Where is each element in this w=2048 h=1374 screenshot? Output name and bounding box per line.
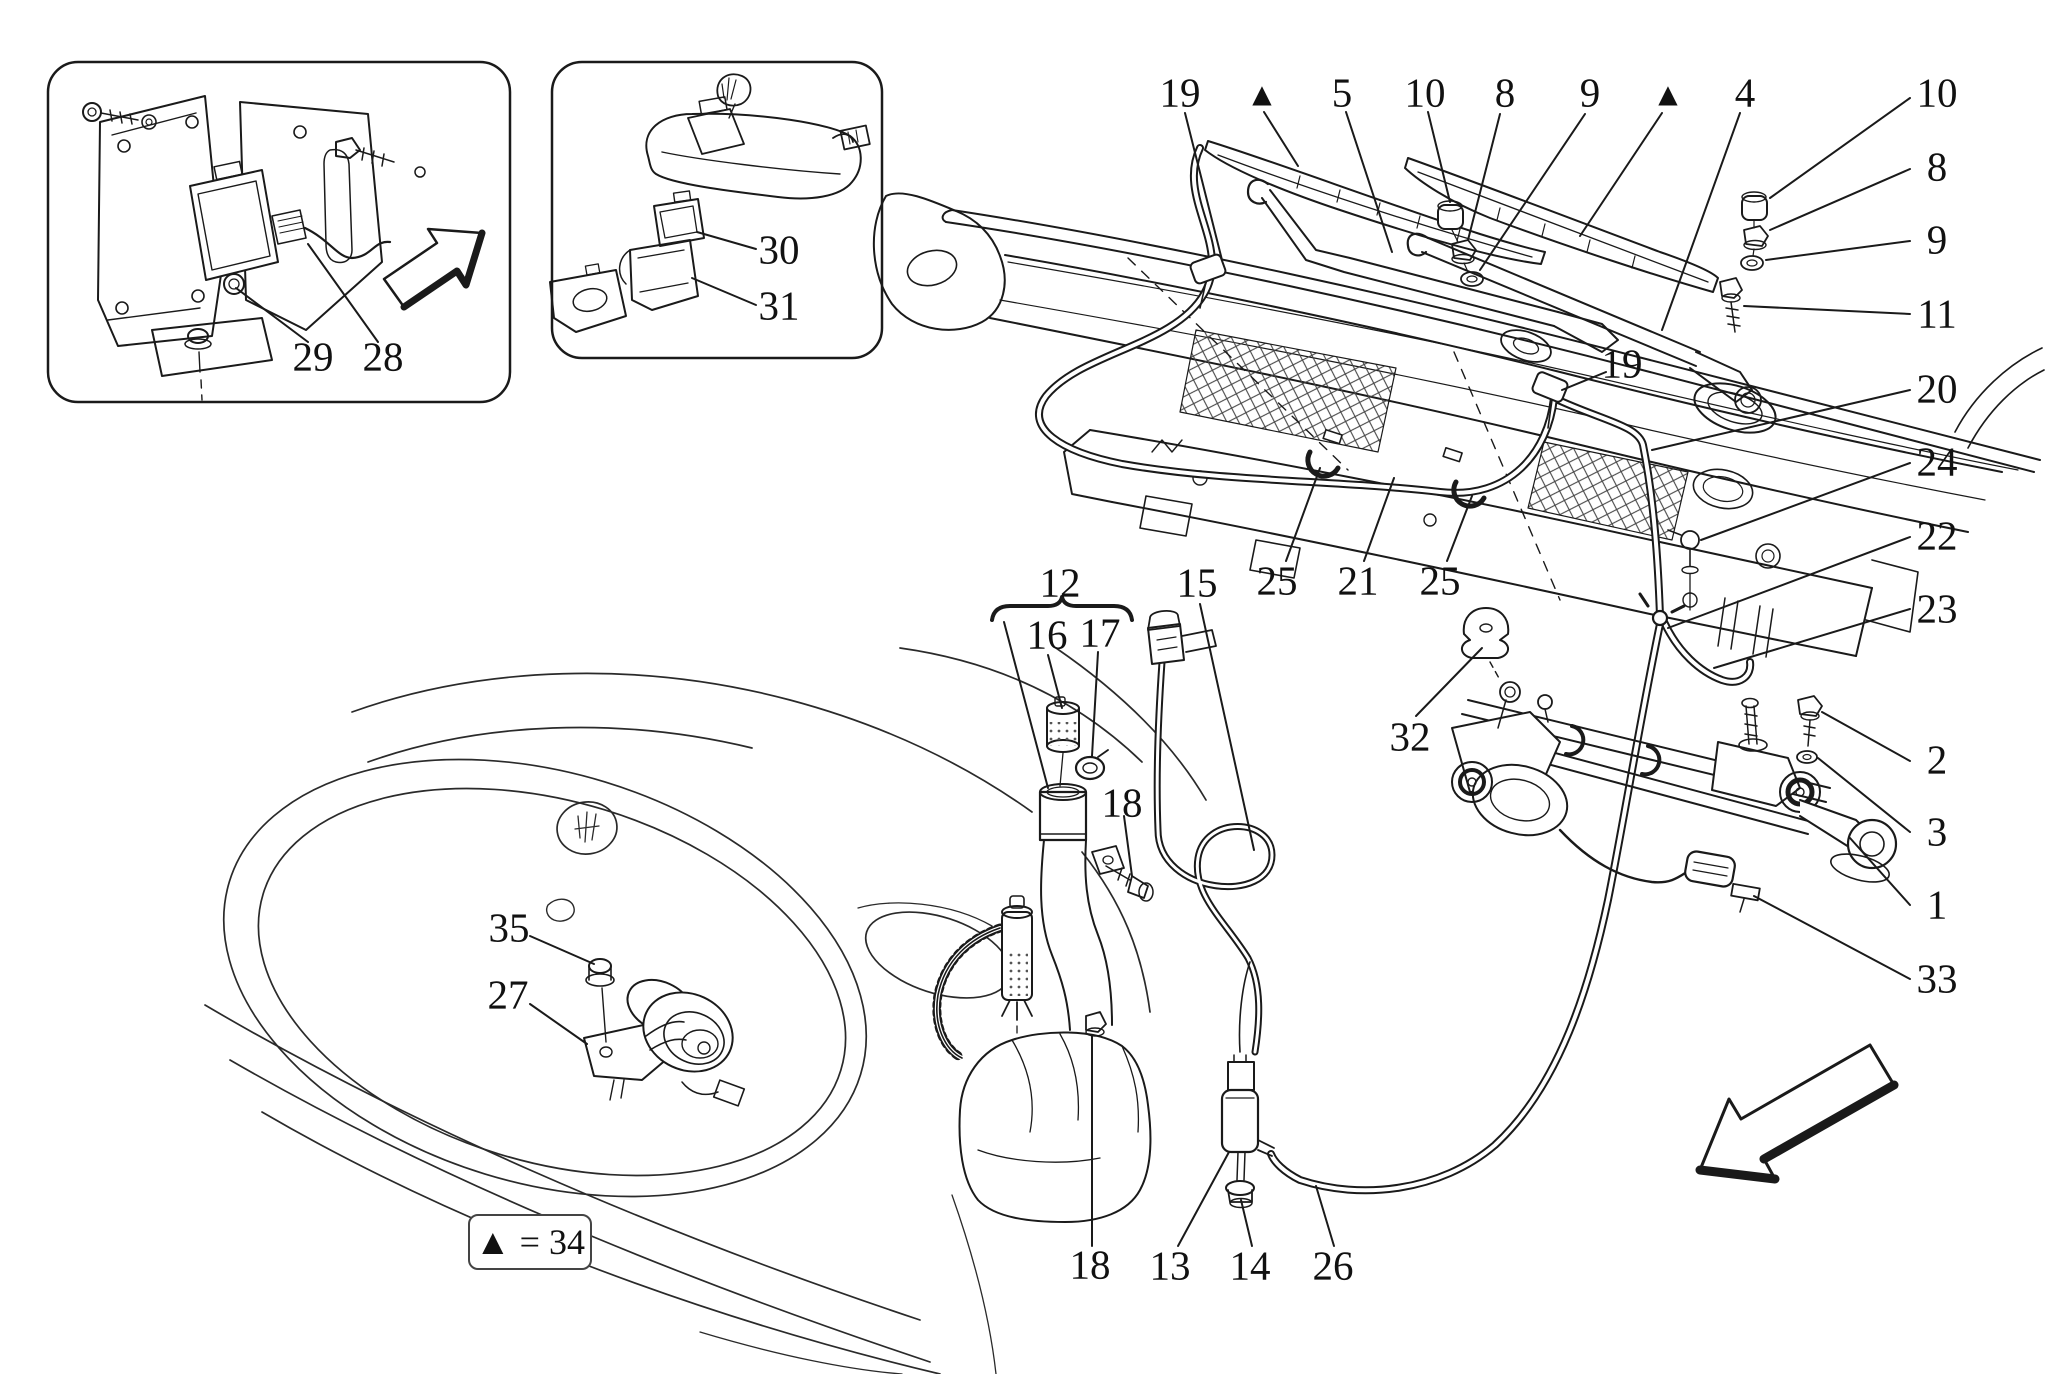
part-label-8-right: 8 [1926,143,1948,190]
part-label-13: 13 [1149,1242,1191,1289]
part-label-5: 5 [1331,69,1353,116]
washer-hoses [932,144,1755,1195]
part-label-9-right: 9 [1926,216,1948,263]
leader-lines [235,97,1911,1247]
car-front-sketch [204,647,1207,1374]
part-label-30: 30 [758,226,800,273]
triangle-marker-right: ▲ [1651,77,1685,114]
part-label-19-mid: 19 [1601,340,1643,387]
part-label-24: 24 [1916,438,1958,485]
washer-reservoir [958,696,1275,1223]
part-label-3: 3 [1926,808,1948,855]
part-label-18-lower: 18 [1069,1241,1111,1288]
part-label-29: 29 [292,333,334,380]
part-label-25-left: 25 [1256,557,1298,604]
horn-assembly [583,958,746,1107]
triangle-marker-left: ▲ [1245,77,1279,114]
wiper-motor-linkage [1451,607,1898,913]
brace-12 [990,595,1134,622]
part-label-10-right: 10 [1916,69,1958,116]
part-label-31: 31 [758,282,800,329]
part-label-25-right: 25 [1419,557,1461,604]
part-label-16: 16 [1026,611,1068,658]
part-label-21: 21 [1337,557,1379,604]
part-label-19-top: 19 [1159,69,1201,116]
part-label-28: 28 [362,333,404,380]
part-label-27: 27 [487,971,529,1018]
legend-box: ▲ = 34 [468,1214,592,1270]
legend-text: ▲ = 34 [475,1222,585,1262]
part-label-8-left: 8 [1494,69,1516,116]
part-label-17: 17 [1079,609,1121,656]
part-label-32: 32 [1389,713,1431,760]
part-label-10-left: 10 [1404,69,1446,116]
part-label-2: 2 [1926,736,1948,783]
part-label-35: 35 [488,904,530,951]
part-label-12: 12 [1039,559,1081,606]
part-label-11: 11 [1917,290,1957,337]
part-label-20: 20 [1916,365,1958,412]
part-label-4: 4 [1734,69,1756,116]
part-label-26: 26 [1312,1242,1354,1289]
part-label-18-upper: 18 [1101,779,1143,826]
direction-arrow [1695,1043,1899,1184]
part-label-23: 23 [1916,585,1958,632]
mirror-inset [549,60,884,360]
part-label-1: 1 [1926,881,1948,928]
part-label-9-left: 9 [1579,69,1601,116]
part-label-15: 15 [1176,559,1218,606]
part-label-22: 22 [1916,512,1958,559]
part-label-33: 33 [1916,955,1958,1002]
part-label-14: 14 [1229,1242,1271,1289]
